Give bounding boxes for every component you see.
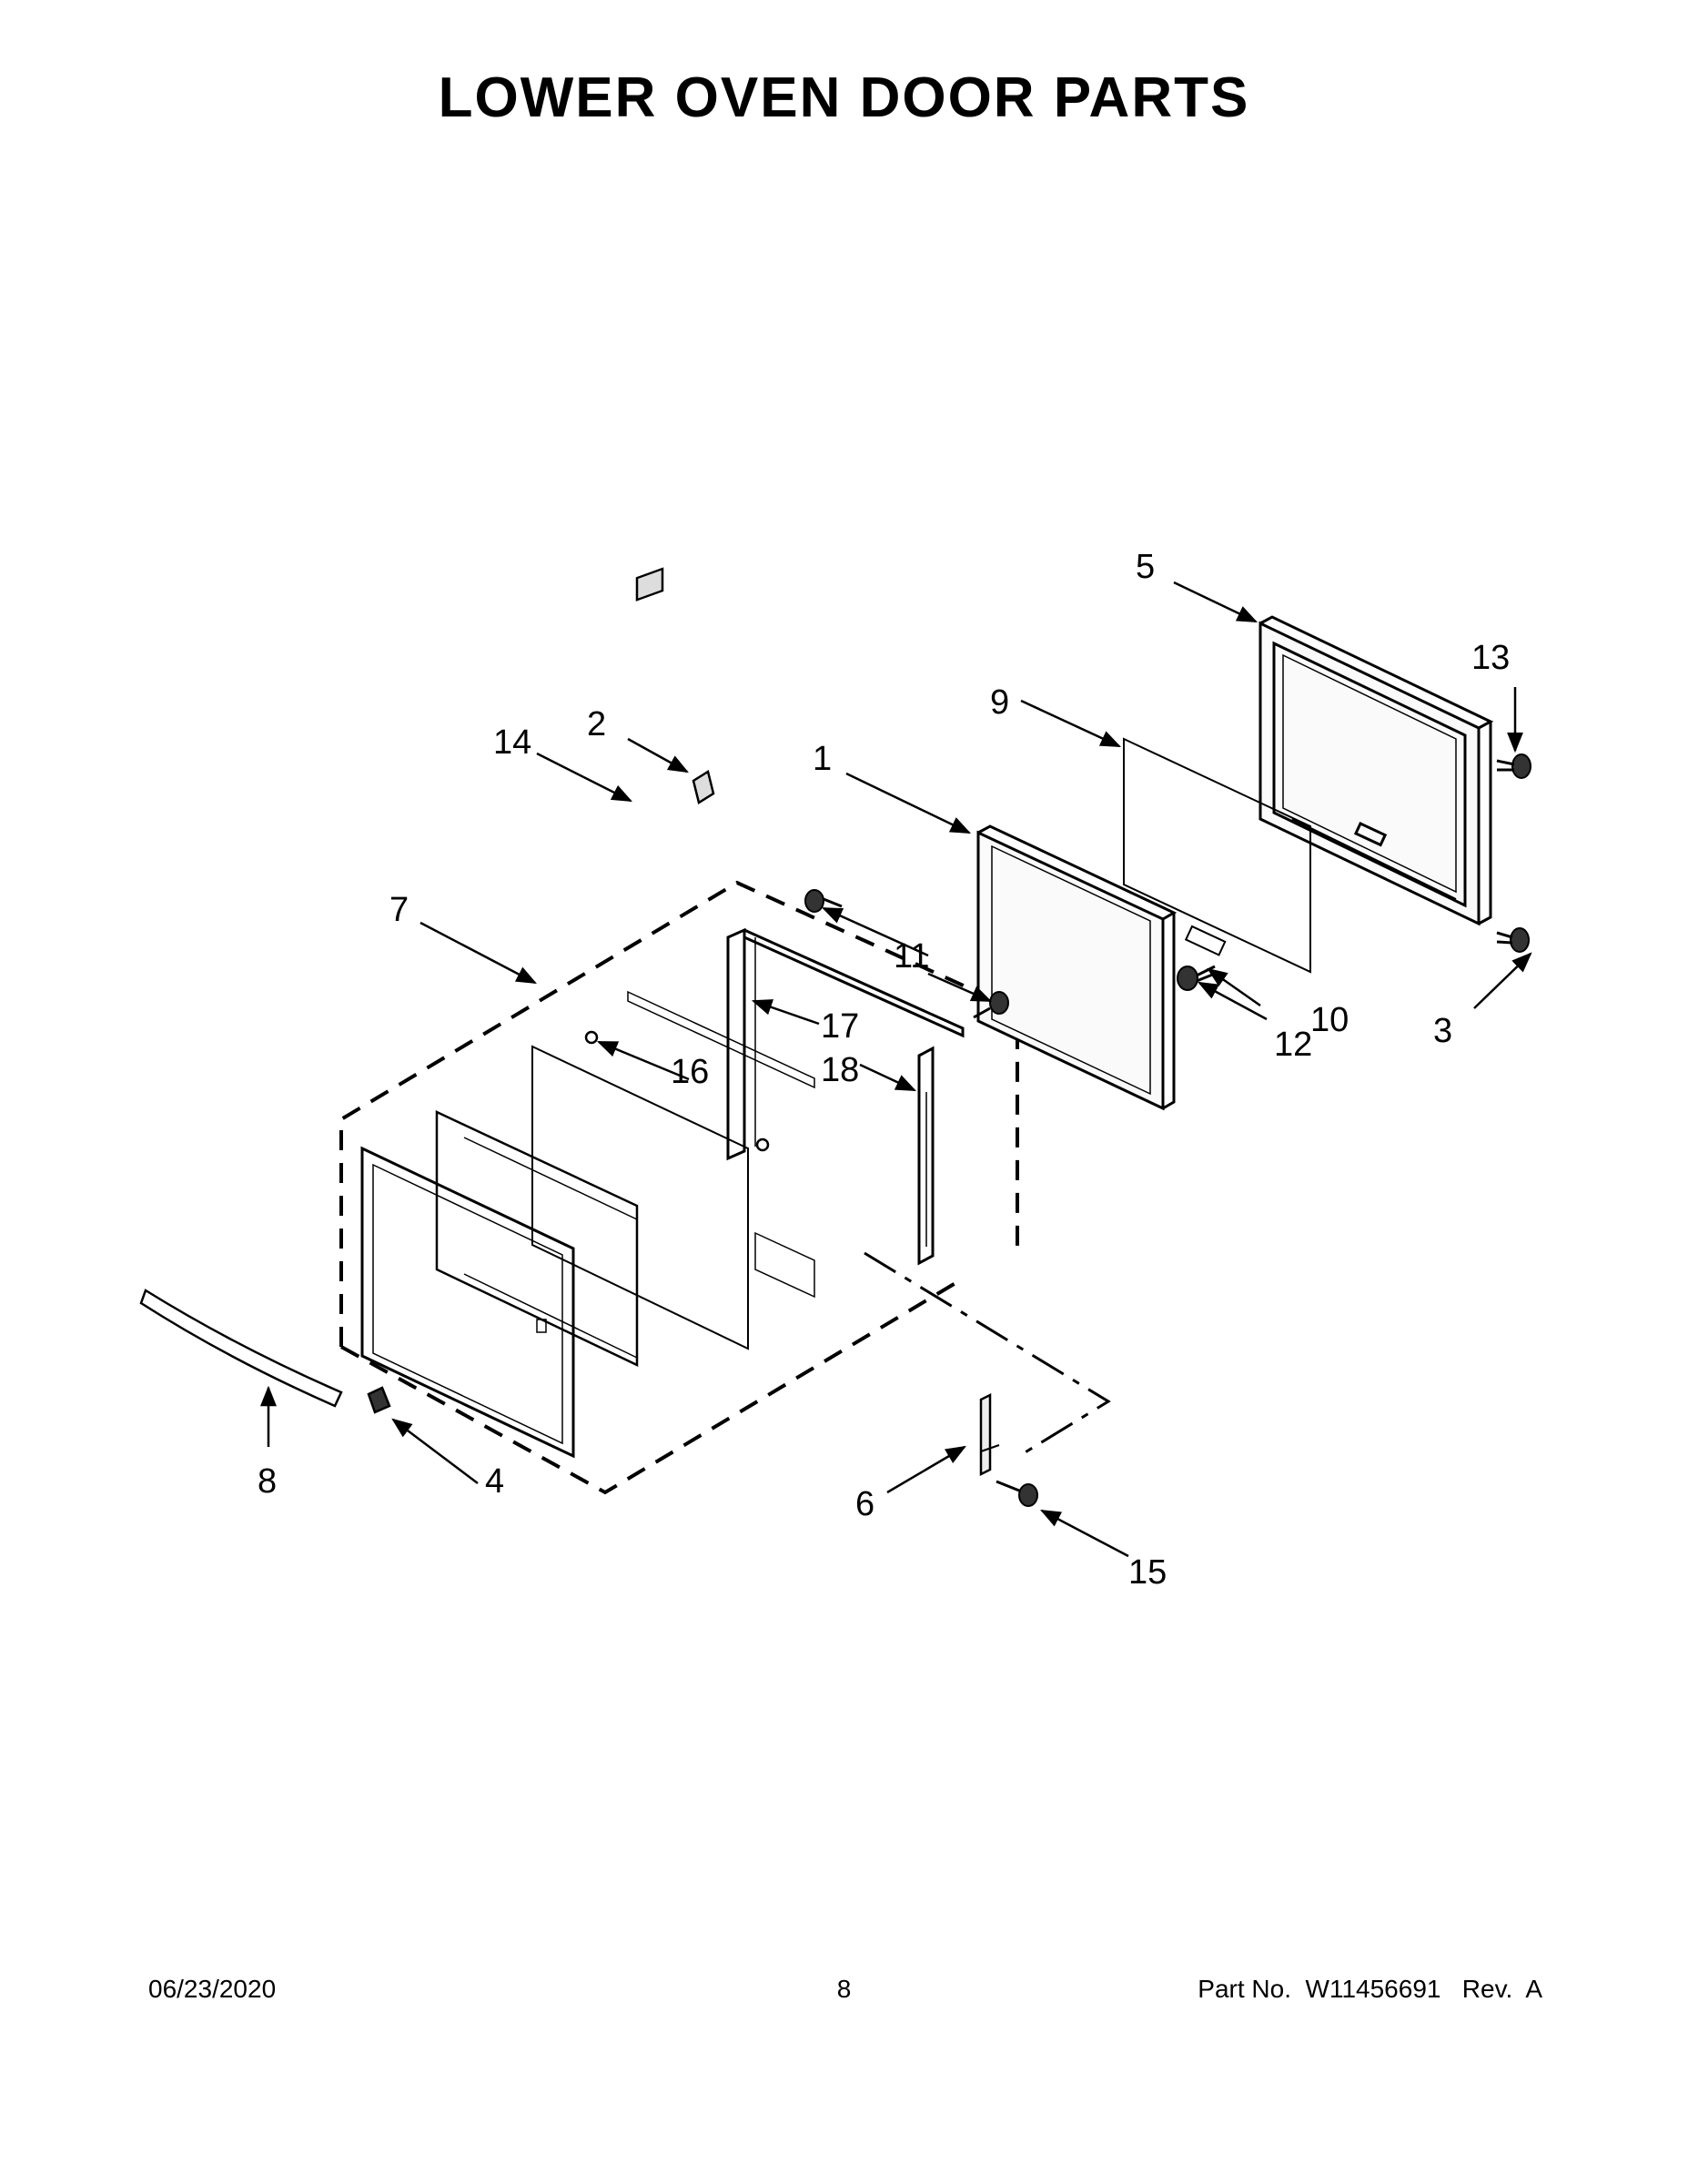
callout-5: 5 xyxy=(1136,548,1155,586)
callout-8: 8 xyxy=(258,1462,277,1501)
callout-7: 7 xyxy=(389,891,409,929)
callout-18: 18 xyxy=(821,1051,859,1089)
screw-3 xyxy=(1496,927,1530,953)
side-channel-17 xyxy=(726,927,965,1161)
assembly-boundary xyxy=(339,880,1019,1347)
side-channel-18 xyxy=(917,1046,935,1266)
latch-4 xyxy=(367,1386,391,1414)
screw-15 xyxy=(996,1480,1038,1507)
screw-11-top xyxy=(804,889,843,913)
callout-1: 1 xyxy=(813,740,832,778)
door-handle xyxy=(139,1289,343,1408)
middle-glass xyxy=(531,1045,749,1350)
callout-6: 6 xyxy=(855,1485,874,1523)
screw-13 xyxy=(1496,753,1531,779)
hinge-leader xyxy=(864,1251,1111,1458)
insulation-strip-2 xyxy=(754,1231,815,1299)
page-title: LOWER OVEN DOOR PARTS xyxy=(438,66,1250,129)
insulation-strip xyxy=(627,990,815,1089)
callout-2: 2 xyxy=(587,705,606,743)
callout-10: 10 xyxy=(1310,1001,1349,1039)
callout-4: 4 xyxy=(485,1462,504,1501)
footer-page-number: 8 xyxy=(836,1975,852,2003)
outer-door-panel xyxy=(360,1146,575,1459)
glass-panel xyxy=(1123,737,1311,974)
spacer-16 xyxy=(584,1030,599,1045)
glass-retainer xyxy=(435,1110,639,1367)
assembly-boundary-bottom xyxy=(340,1281,957,1495)
callout-11: 11 xyxy=(894,937,929,976)
screw-11-right xyxy=(973,991,1009,1019)
callout-16: 16 xyxy=(671,1053,709,1091)
rear-door-frame xyxy=(1258,615,1494,926)
callout-14: 14 xyxy=(493,723,531,762)
inner-door-frame xyxy=(976,824,1178,1111)
spacer-16b xyxy=(755,1138,770,1152)
callout-15: 15 xyxy=(1128,1553,1167,1592)
footer-part-number: Part No. W11456691 Rev. A xyxy=(1198,1975,1542,2003)
callout-13: 13 xyxy=(1471,639,1510,677)
callout-17: 17 xyxy=(821,1007,859,1046)
clip-10 xyxy=(1184,925,1227,956)
leader-arrows xyxy=(260,581,1532,1558)
hinge-6 xyxy=(979,1392,1000,1477)
callout-12: 12 xyxy=(1274,1026,1312,1064)
clip-2 xyxy=(692,770,715,804)
bracket-14 xyxy=(635,567,664,602)
screw-12 xyxy=(1177,965,1216,991)
callout-3: 3 xyxy=(1433,1012,1452,1050)
callout-9: 9 xyxy=(990,683,1009,722)
footer-date: 06/23/2020 xyxy=(148,1975,277,2003)
